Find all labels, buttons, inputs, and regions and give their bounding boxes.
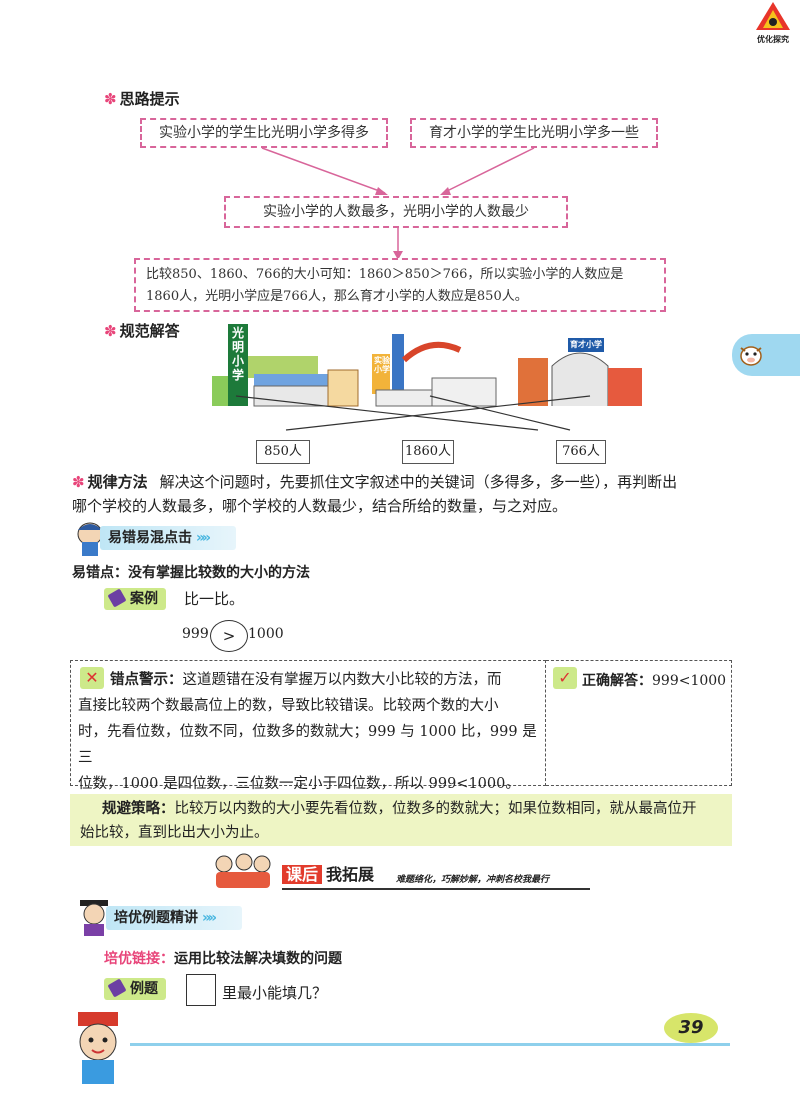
check-mark-icon: ✓ <box>553 667 577 689</box>
hint-box-4: 比较850、1860、766的大小可知：1860＞850＞766，所以实验小学的… <box>134 258 666 312</box>
school-2-name: 实验小学 <box>374 356 390 374</box>
flower-icon: ✽ <box>104 90 117 108</box>
hint-arrows <box>261 147 535 260</box>
double-chevron-icon: »» <box>196 530 211 546</box>
flower-icon: ✽ <box>104 322 117 340</box>
case-question: 比一比。 <box>184 590 245 608</box>
mistake-banner: 易错易混点击»» <box>100 526 236 550</box>
hint-box-1: 实验小学的学生比光明小学多得多 <box>140 118 388 148</box>
pencil-icon <box>107 978 127 998</box>
page-number: 39 <box>664 1013 718 1043</box>
rule-paragraph: ✽规律方法解决这个问题时，先要抓住文字叙述中的关键词（多得多，多一些），再判断出… <box>72 473 678 515</box>
schools-illustration <box>212 324 642 431</box>
warning-text: 错点警示：这道题错在没有掌握万以内数大小比较的方法，而 <box>110 672 502 688</box>
school-2-building <box>372 334 497 407</box>
side-tab <box>732 334 800 376</box>
students-group-icon <box>215 853 271 888</box>
answer-blank-box[interactable] <box>186 974 216 1006</box>
logo-text: 优化探究 <box>757 35 789 44</box>
excellent-link: 培优链接：运用比较法解决填数的问题 <box>104 951 342 967</box>
count-box-3: 766人 <box>556 440 606 464</box>
pencil-icon <box>107 588 127 608</box>
correct-answer: 正确解答：999<1000 <box>582 673 727 689</box>
excellent-banner: 培优例题精讲»» <box>106 906 242 930</box>
count-box-1: 850人 <box>256 440 310 464</box>
flame-logo-icon <box>756 2 790 30</box>
example-text: 里最小能填几？ <box>222 984 328 1002</box>
bottom-line <box>130 1043 730 1046</box>
example-tag: 例题 <box>104 978 166 1000</box>
after-class-underline <box>282 888 590 890</box>
case-tag: 案例 <box>104 588 166 610</box>
after-class-label: 课后我拓展 <box>282 862 374 888</box>
correct-box <box>546 660 732 786</box>
hint-box-3: 实验小学的人数最多，光明小学的人数最少 <box>224 196 568 228</box>
answer-title: ✽规范解答 <box>104 322 180 340</box>
after-class-slogan: 难题络化，巧解妙解，冲刺名校我最行 <box>396 875 550 885</box>
mistake-point: 易错点：没有掌握比较数的大小的方法 <box>72 565 310 581</box>
publisher-logo: 优化探究 <box>752 0 794 44</box>
mascot-girl-icon <box>80 900 108 936</box>
school-1-name: 光明小学 <box>231 326 244 382</box>
compare-left: 999 <box>182 626 209 642</box>
double-chevron-icon: »» <box>202 910 217 926</box>
strategy-box: 规避策略：比较万以内数的大小要先看位数，位数多的数就大；如果位数相同，就从最高位… <box>70 794 732 846</box>
cow-mascot-icon <box>740 346 762 366</box>
compare-circle: > <box>210 620 248 652</box>
compare-right: 1000 <box>248 626 284 642</box>
count-box-2: 1860人 <box>402 440 454 464</box>
hint-box-2: 育才小学的学生比光明小学多一些 <box>410 118 658 148</box>
school-3-building <box>518 338 642 406</box>
school-3-name: 育才小学 <box>570 340 602 349</box>
mascot-boy-icon <box>78 1012 118 1084</box>
warning-text-rest: 直接比较两个数最高位上的数，导致比较错误。比较两个数的大小 时，先看位数，位数不… <box>78 698 537 792</box>
flower-icon: ✽ <box>72 473 85 491</box>
wrong-mark-icon: ✕ <box>80 667 104 689</box>
warning-box <box>70 660 546 786</box>
mascot-teacher-icon <box>77 522 103 556</box>
hint-title: ✽思路提示 <box>104 90 180 108</box>
